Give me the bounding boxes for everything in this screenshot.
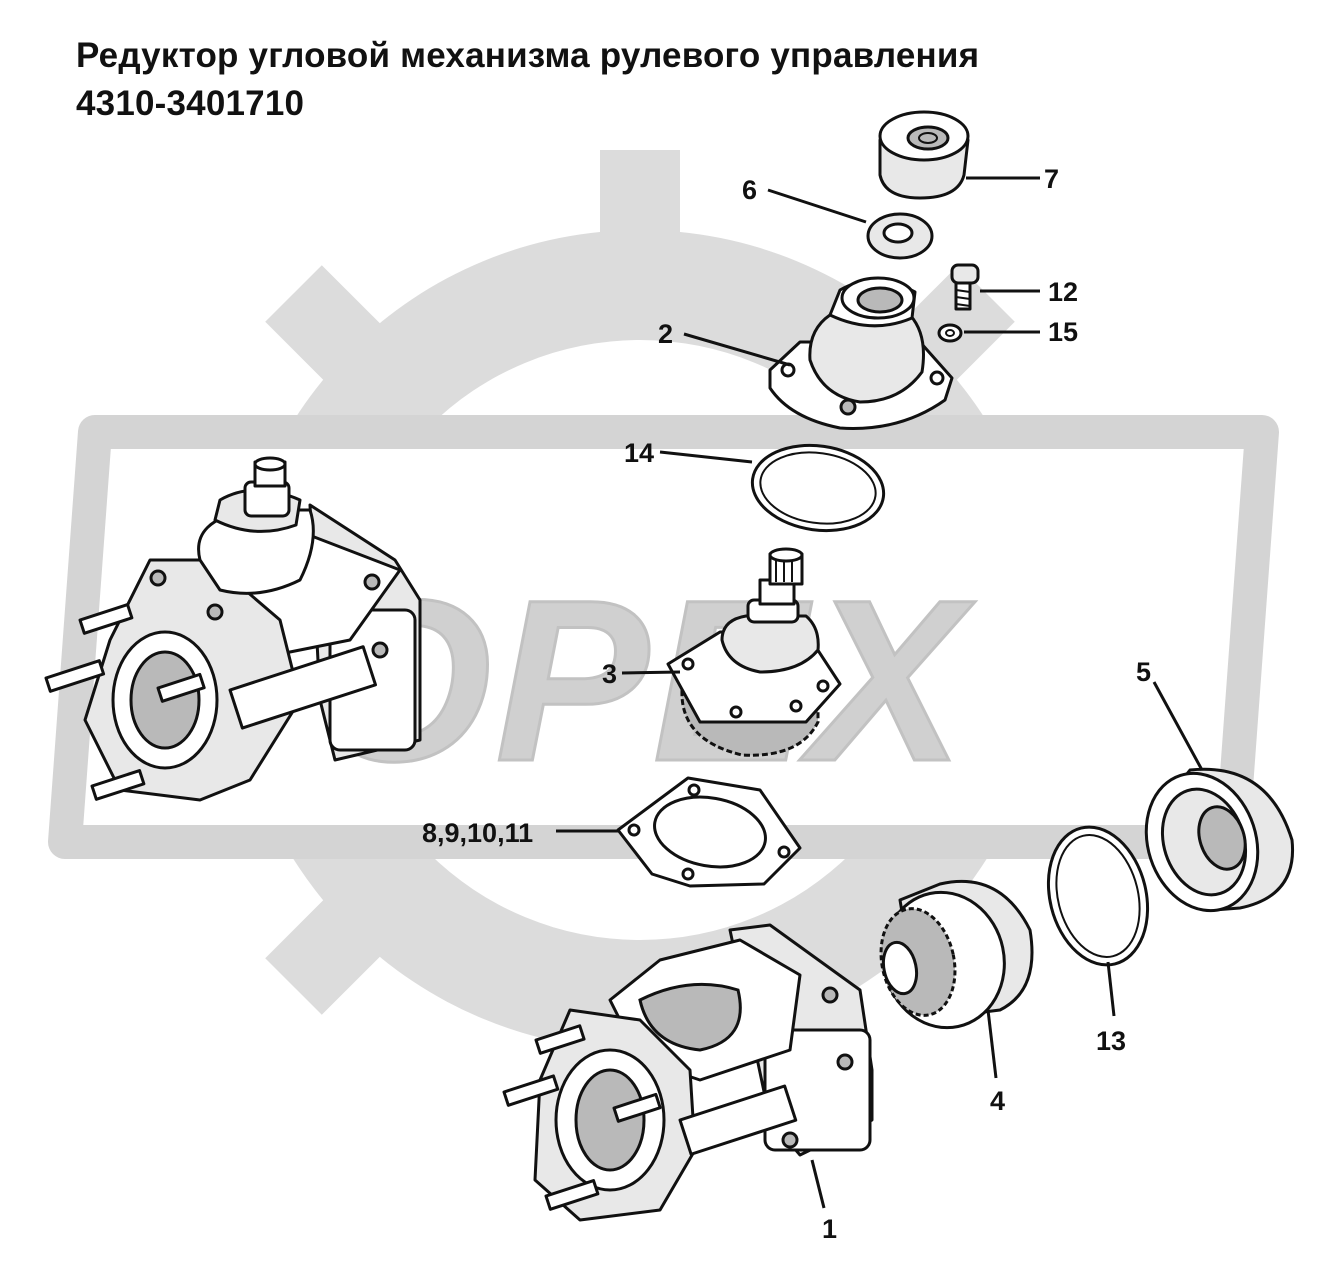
callout-2: 2 bbox=[658, 319, 673, 349]
leader-lines bbox=[556, 176, 1204, 1209]
callout-5: 5 bbox=[1136, 657, 1151, 687]
part-6-washer bbox=[866, 212, 934, 260]
part-number: 4310-3401710 bbox=[76, 84, 305, 123]
part-4-bevel-gear bbox=[879, 879, 1034, 1030]
diagram-title: Редуктор угловой механизма рулевого упра… bbox=[76, 36, 980, 75]
housing-studs bbox=[502, 1024, 662, 1211]
part-2-cover bbox=[768, 276, 954, 430]
callout-12: 12 bbox=[1048, 277, 1078, 307]
callout-14: 14 bbox=[624, 438, 654, 468]
callout-7: 7 bbox=[1044, 164, 1059, 194]
callout-3: 3 bbox=[602, 659, 617, 689]
callout-6: 6 bbox=[742, 175, 757, 205]
studs bbox=[44, 603, 206, 801]
part-13-snap-ring bbox=[1046, 825, 1150, 967]
part-15-spring-washer bbox=[937, 323, 963, 343]
watermark-text: OPEX bbox=[312, 552, 975, 809]
callout-8-11: 8,9,10,11 bbox=[422, 818, 533, 848]
part-5-bearing-housing bbox=[1144, 767, 1295, 913]
callout-15: 15 bbox=[1048, 317, 1078, 347]
part-14-o-ring bbox=[750, 443, 886, 533]
part-3-gear-assembly bbox=[666, 547, 842, 757]
assembled-reducer-view bbox=[44, 456, 422, 802]
callout-13: 13 bbox=[1096, 1026, 1126, 1056]
part-8-11-gasket bbox=[616, 776, 802, 888]
callout-1: 1 bbox=[822, 1214, 837, 1244]
part-12-bolt bbox=[950, 263, 980, 311]
part-7-bearing bbox=[878, 110, 970, 200]
part-1-housing bbox=[502, 923, 874, 1222]
callout-4: 4 bbox=[990, 1086, 1005, 1116]
